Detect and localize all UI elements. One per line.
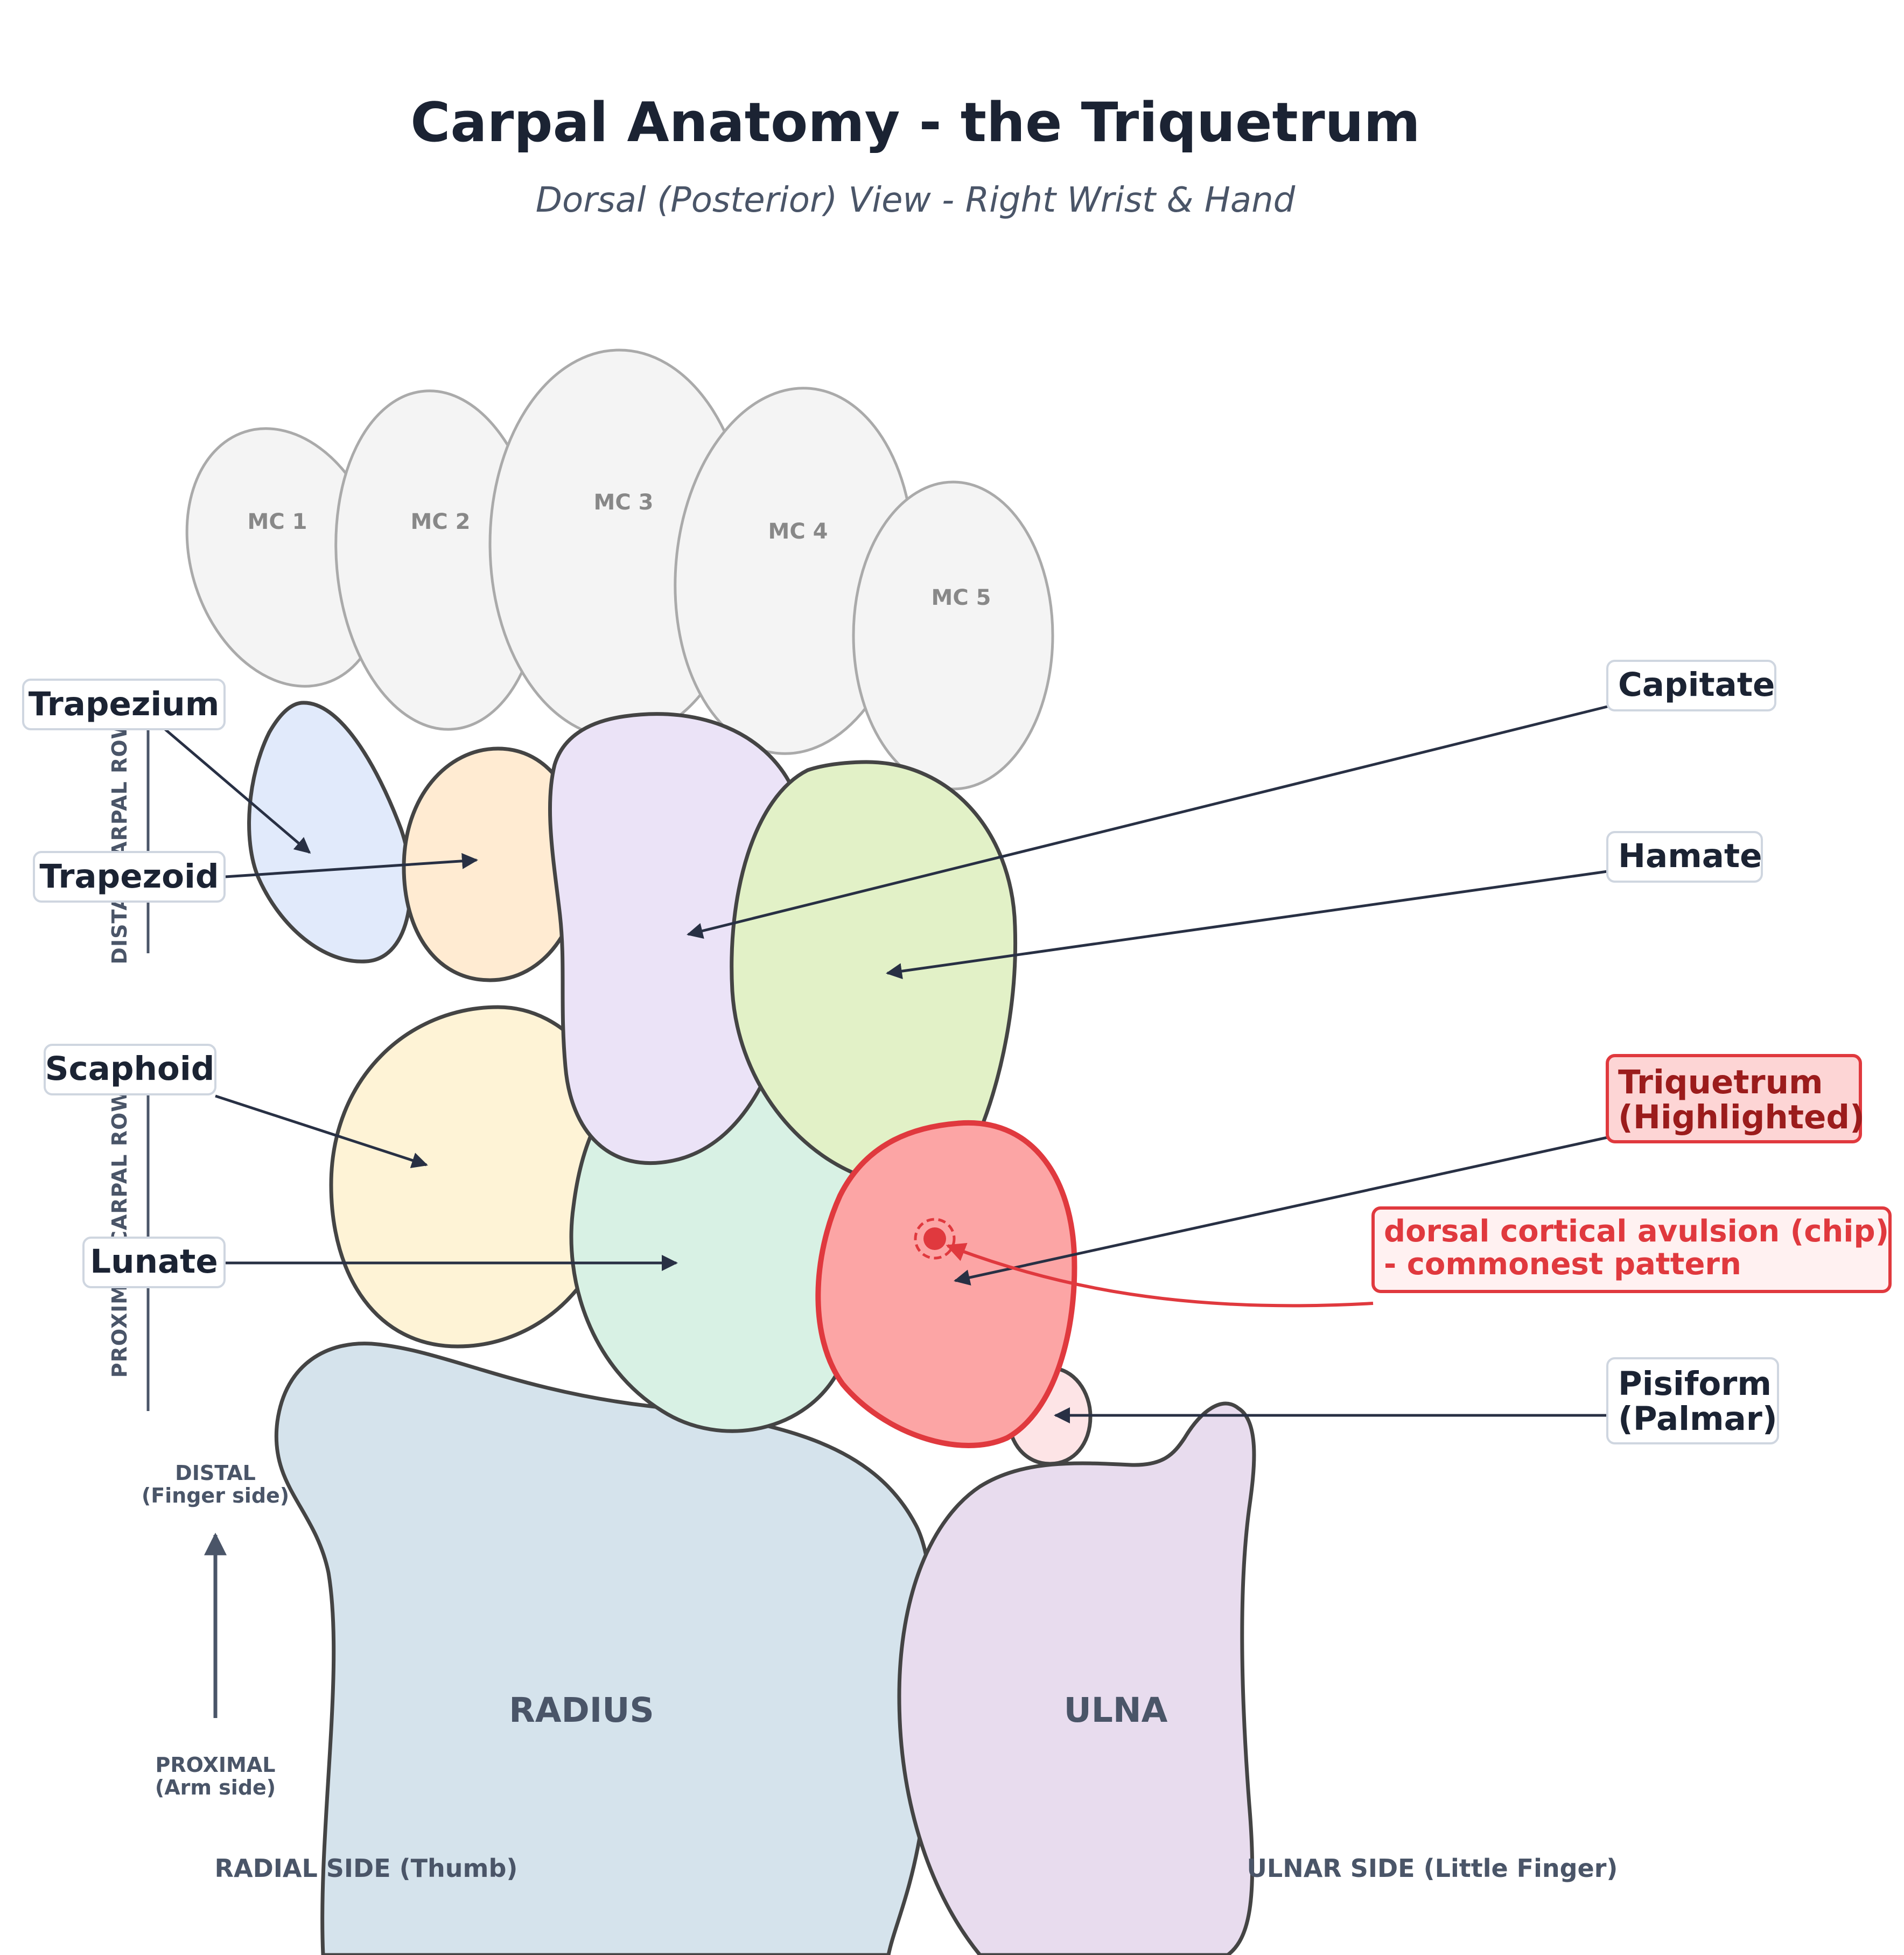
avulsion-dot [923,1227,946,1250]
callout-avulsion: dorsal cortical avulsion (chip) - common… [1371,1206,1892,1293]
annotation-box [1371,1206,1892,1293]
metacarpals: MC 1 MC 2 MC 3 MC 4 MC 5 [185,348,1054,791]
scaphoid-label: Scaphoid [45,1050,215,1088]
orientation-indicator: DISTAL (Finger side) PROXIMAL (Arm side) [142,1461,289,1799]
mc2-label: MC 2 [411,509,471,534]
callout-pisiform: Pisiform (Palmar) [1606,1357,1779,1444]
pisiform-label: Pisiform [1618,1365,1772,1403]
proximal-direction-sublabel: (Arm side) [155,1776,276,1799]
avulsion-annotation-line2: - commonest pattern [1384,1247,1741,1282]
mc1-label: MC 1 [248,509,307,534]
mc4-label: MC 4 [768,519,828,544]
callout-trapezium: Trapezium [22,679,226,730]
trapezium-bone [247,701,413,963]
distal-direction-sublabel: (Finger side) [142,1484,289,1507]
callout-box [33,851,226,903]
callout-triquetrum: Triquetrum (Highlighted) [1606,1054,1865,1143]
ulna-bone [897,1401,1256,1955]
trapezoid-leader [225,853,478,878]
callout-hamate: Hamate [1606,831,1763,883]
avulsion-leader [946,1242,1374,1308]
capitate-leader [687,705,1608,939]
mc5-label: MC 5 [932,585,991,610]
triquetrum-label: Triquetrum [1618,1063,1823,1101]
trapezium-label: Trapezium [29,685,220,723]
ulnar-side-label: ULNAR SIDE (Little Finger) [1247,1854,1618,1883]
metacarpal-5 [852,480,1054,791]
avulsion-annotation-line1: dorsal cortical avulsion (chip) [1384,1214,1889,1249]
radius-label: RADIUS [509,1691,654,1730]
callout-box [1606,660,1776,711]
mc3-label: MC 3 [594,490,654,515]
triquetrum-sublabel: (Highlighted) [1618,1098,1865,1136]
callout-scaphoid: Scaphoid [44,1044,216,1095]
callout-box [22,679,226,730]
callout-lunate: Lunate [82,1237,226,1288]
callout-trapezoid: Trapezoid [33,851,226,903]
proximal-direction-label: PROXIMAL [156,1753,276,1777]
trapezium-leader [155,721,311,854]
callout-box-highlight [1606,1054,1862,1143]
trapezoid-label: Trapezoid [39,857,219,896]
leader-lines [155,705,1608,1423]
lunate-label: Lunate [90,1242,218,1281]
capitate-label: Capitate [1618,666,1775,704]
distal-direction-label: DISTAL [175,1461,256,1485]
avulsion-ring [914,1218,956,1260]
hamate-label: Hamate [1618,837,1762,875]
ulna-label: ULNA [1064,1691,1168,1730]
triquetrum-leader [954,1136,1608,1286]
callout-box [82,1237,226,1288]
callout-box [44,1044,216,1095]
avulsion-marker [914,1218,956,1260]
scaphoid-leader [215,1094,428,1168]
distal-row-label: DISTAL CARPAL ROW [108,716,131,964]
page-title: Carpal Anatomy - the Triquetrum [410,90,1420,154]
proximal-row-label: PROXIMAL CARPAL ROW [108,1089,131,1378]
radial-side-label: RADIAL SIDE (Thumb) [215,1854,518,1883]
callout-box [1606,1357,1779,1444]
page-subtitle: Dorsal (Posterior) View - Right Wrist & … [536,180,1296,220]
triquetrum-bone [815,1120,1077,1448]
callout-capitate: Capitate [1606,660,1776,711]
hamate-leader [886,870,1608,980]
pisiform-sublabel: (Palmar) [1618,1400,1777,1438]
callout-box [1606,831,1763,883]
